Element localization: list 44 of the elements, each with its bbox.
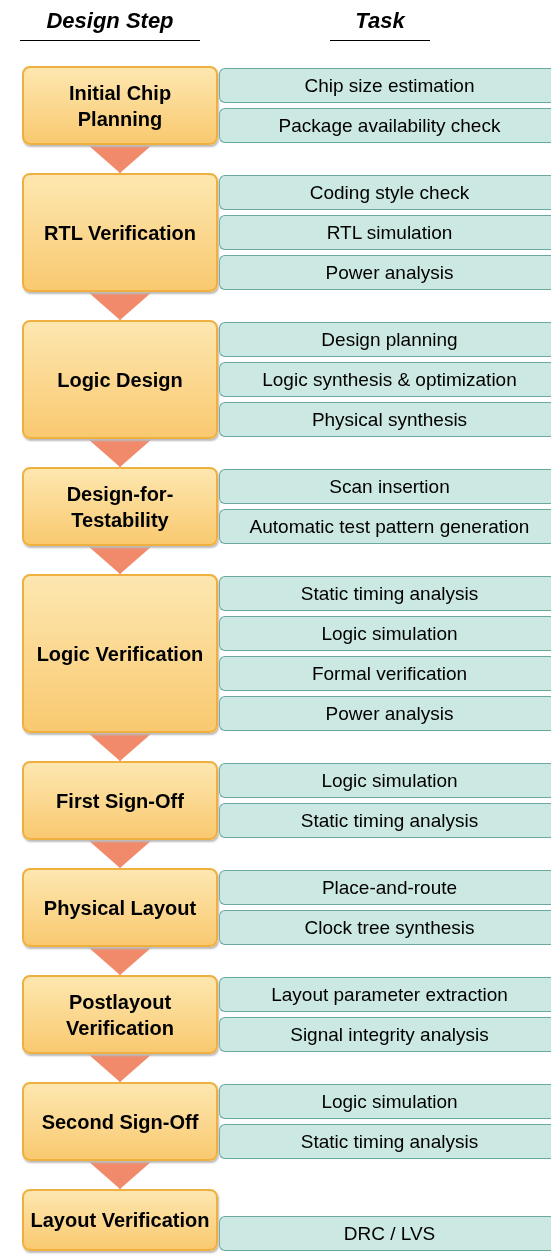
arrow <box>88 545 152 575</box>
task-box: Logic simulation <box>219 1084 551 1119</box>
column-heading: Design Step <box>20 8 200 41</box>
design-step-box: Design-for-Testability <box>22 467 218 546</box>
task-box: Static timing analysis <box>219 576 551 611</box>
task-box: Formal verification <box>219 656 551 691</box>
task-box: Static timing analysis <box>219 803 551 838</box>
task-box: Layout parameter extraction <box>219 977 551 1012</box>
design-step-box: Initial Chip Planning <box>22 66 218 145</box>
design-step-box: Postlayout Verification <box>22 975 218 1054</box>
arrow <box>88 946 152 976</box>
design-step-box: Layout Verification <box>22 1189 218 1251</box>
arrow <box>88 1053 152 1083</box>
task-box: Design planning <box>219 322 551 357</box>
task-box: Coding style check <box>219 175 551 210</box>
task-box: DRC / LVS <box>219 1216 551 1251</box>
task-box: Power analysis <box>219 255 551 290</box>
task-box: Physical synthesis <box>219 402 551 437</box>
task-box: Logic simulation <box>219 763 551 798</box>
task-box: Signal integrity analysis <box>219 1017 551 1052</box>
arrow <box>88 438 152 468</box>
task-box: RTL simulation <box>219 215 551 250</box>
task-box: Static timing analysis <box>219 1124 551 1159</box>
task-box: Automatic test pattern generation <box>219 509 551 544</box>
task-box: Chip size estimation <box>219 68 551 103</box>
design-step-box: Physical Layout <box>22 868 218 947</box>
arrow <box>88 839 152 869</box>
design-step-box: First Sign-Off <box>22 761 218 840</box>
task-box: Logic simulation <box>219 616 551 651</box>
arrow <box>88 732 152 762</box>
task-box: Clock tree synthesis <box>219 910 551 945</box>
task-box: Power analysis <box>219 696 551 731</box>
design-step-box: Second Sign-Off <box>22 1082 218 1161</box>
arrow <box>88 291 152 321</box>
arrow <box>88 1160 152 1190</box>
column-heading: Task <box>330 8 430 41</box>
task-box: Scan insertion <box>219 469 551 504</box>
arrow <box>88 144 152 174</box>
design-step-box: Logic Verification <box>22 574 218 733</box>
design-step-box: RTL Verification <box>22 173 218 292</box>
task-box: Place-and-route <box>219 870 551 905</box>
task-box: Package availability check <box>219 108 551 143</box>
design-step-box: Logic Design <box>22 320 218 439</box>
task-box: Logic synthesis & optimization <box>219 362 551 397</box>
